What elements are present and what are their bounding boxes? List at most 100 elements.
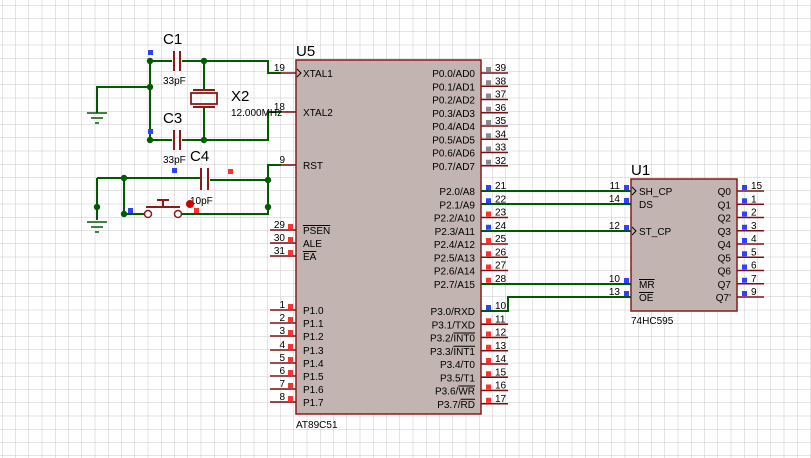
pin-label: Q7'	[716, 293, 731, 304]
pin-state-marker	[742, 211, 747, 217]
capacitor-c3[interactable]: C3 33pF	[163, 110, 186, 166]
pin-state-marker	[486, 277, 491, 283]
pin-number: 35	[495, 116, 507, 127]
pin-number: 33	[495, 143, 507, 154]
pin-number: 23	[495, 208, 507, 219]
pin-6[interactable]: 6Q6	[718, 261, 764, 278]
pin-label: P1.3	[303, 346, 324, 357]
pin-1[interactable]: 1Q1	[718, 194, 764, 211]
pin-label: P1.0	[303, 306, 324, 317]
c4-value: 10pF	[190, 196, 213, 207]
pin-4[interactable]: 4Q4	[718, 234, 764, 251]
pin-number: 9	[751, 287, 757, 298]
wire-sw-right[interactable]	[181, 207, 269, 215]
pin-4[interactable]: 4P1.3	[270, 340, 324, 357]
pin-number: 3	[751, 221, 757, 232]
pin-3[interactable]: 3P1.2	[270, 326, 324, 343]
pin-state-marker	[288, 304, 293, 309]
pin-label: P1.4	[303, 359, 324, 370]
pin-5[interactable]: 5P1.4	[270, 353, 324, 370]
pin-state-marker	[624, 225, 629, 230]
pin-state-marker	[486, 67, 491, 72]
pin-state-marker	[486, 318, 491, 324]
pin-5[interactable]: 5Q5	[718, 247, 764, 264]
pin-state-marker	[486, 133, 491, 139]
capacitor-c1[interactable]: C1 33pF	[163, 31, 186, 87]
pin-label: DS	[639, 200, 653, 211]
pin-number: 12	[609, 221, 621, 232]
pin-6[interactable]: 6P1.5	[270, 366, 324, 383]
pin-label: Q2	[718, 214, 732, 225]
pin-number: 26	[495, 247, 507, 258]
junction	[264, 176, 272, 184]
crystal-x2[interactable]: X2 12.000MHz	[190, 88, 282, 119]
pin-label: P0.1/AD1	[432, 82, 475, 93]
pin-7[interactable]: 7Q7	[718, 274, 764, 291]
pin-label: P1.7	[303, 398, 324, 409]
pin-label: SH_CP	[639, 187, 673, 198]
pin-number: 21	[495, 181, 507, 192]
pin-state-marker	[624, 185, 629, 190]
pin-state-marker	[486, 185, 491, 190]
pin-2[interactable]: 2Q2	[718, 208, 764, 225]
reset-button[interactable]	[143, 199, 195, 219]
pin-number: 8	[279, 392, 285, 403]
pin-state-marker	[486, 224, 491, 230]
state-markers	[128, 50, 233, 213]
pin-1[interactable]: 1P1.0	[270, 300, 324, 317]
wire-xtal2[interactable]	[182, 111, 281, 141]
pin-8[interactable]: 8P1.7	[270, 392, 324, 409]
junction	[146, 83, 154, 91]
u1-body[interactable]	[630, 178, 738, 312]
pin-label: P2.7/A15	[434, 280, 476, 291]
pin-number: 11	[610, 181, 621, 192]
pin-label: P0.0/AD0	[432, 69, 475, 80]
pin-3[interactable]: 3Q3	[718, 221, 764, 238]
wire-gnd1[interactable]	[96, 86, 150, 113]
wire-p30-oe[interactable]	[481, 296, 631, 312]
pin-number: 4	[751, 234, 757, 245]
u5-body[interactable]	[295, 59, 482, 415]
pin-number: 1	[279, 300, 285, 311]
pin-number: 9	[279, 155, 285, 166]
wire-xtal1[interactable]	[204, 60, 281, 74]
pin-number: 11	[495, 314, 506, 325]
pin-number: 6	[751, 261, 757, 272]
pin-label: P0.3/AD3	[432, 109, 475, 120]
wire-rst[interactable]	[267, 164, 281, 207]
pin-number: 19	[274, 63, 286, 74]
pin-state-marker	[486, 106, 491, 112]
pin-number: 2	[279, 313, 285, 324]
pin-7[interactable]: 7P1.6	[270, 379, 324, 396]
pin-9[interactable]: 9Q7'	[716, 287, 764, 304]
pin-label: P3.3/INT1	[430, 347, 475, 358]
capacitor-c4[interactable]: C4 10pF	[190, 148, 213, 207]
pin-label: P3.6/WR	[435, 387, 475, 398]
pin-number: 32	[495, 156, 507, 167]
pin-2[interactable]: 2P1.1	[270, 313, 324, 330]
pin-label: P2.6/A14	[434, 267, 476, 278]
